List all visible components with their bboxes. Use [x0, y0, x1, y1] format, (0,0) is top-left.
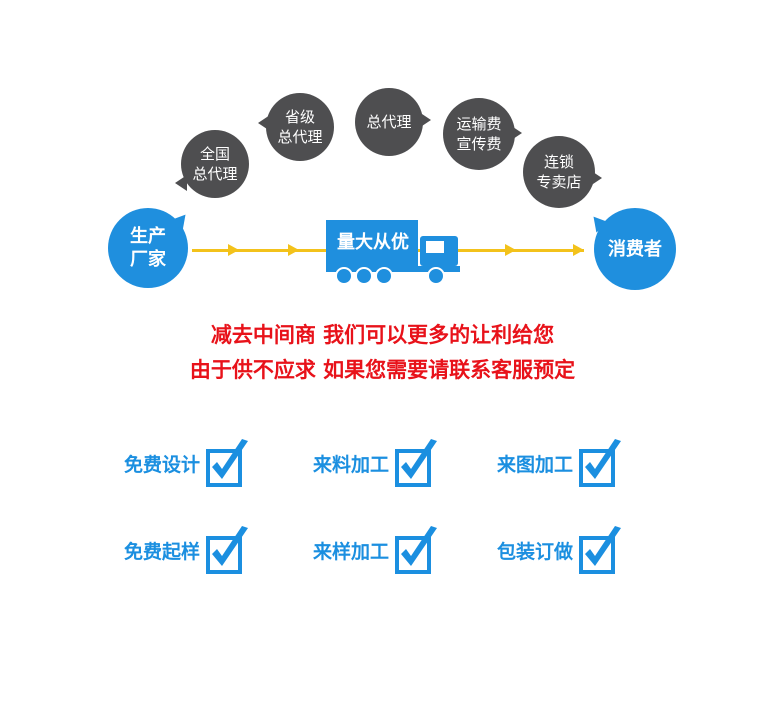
service-label: 来样加工 — [313, 540, 390, 563]
arrow-head-icon — [228, 244, 239, 256]
service-label: 来图加工 — [497, 453, 574, 476]
arrow-head-icon — [505, 244, 516, 256]
bubble-label-line2: 专卖店 — [536, 173, 582, 191]
checkbox-checked-icon — [579, 439, 622, 487]
bubble-label-line2: 总代理 — [192, 165, 238, 183]
service-label: 包装订做 — [497, 540, 574, 563]
checkbox-checked-icon — [206, 439, 249, 487]
bubble-label-line1: 省级 — [284, 108, 315, 126]
arrow-head-icon — [288, 244, 299, 256]
bubble-tail — [510, 125, 522, 141]
service-item: 来样加工 — [313, 524, 441, 576]
consumer-bubble: 消费者 — [594, 208, 676, 290]
service-label: 免费起样 — [124, 540, 201, 563]
bubble-provincial-agent: 省级 总代理 — [266, 93, 334, 161]
bubble-label-line1: 连锁 — [543, 153, 574, 171]
bubble-tail — [175, 175, 187, 191]
truck-label: 量大从优 — [337, 232, 409, 253]
checkbox-checked-icon — [395, 439, 438, 487]
producer-bubble: 生产 厂家 — [108, 208, 188, 288]
checkbox-checked-icon — [579, 526, 622, 574]
service-item: 来图加工 — [497, 437, 625, 489]
bubble-label-line1: 总代理 — [366, 113, 412, 131]
service-label: 来料加工 — [313, 453, 390, 476]
checkbox-checked-icon — [206, 526, 249, 574]
slogan-line1: 减去中间商 我们可以更多的让利给您 — [210, 323, 555, 347]
checkbox-checked-icon — [395, 526, 438, 574]
service-item: 免费设计 — [124, 437, 252, 489]
arrow-head-icon — [573, 244, 584, 256]
bubble-general-agent: 总代理 — [355, 88, 423, 156]
bubble-label-line2: 总代理 — [277, 128, 323, 146]
service-item: 免费起样 — [124, 524, 252, 576]
producer-label-line2: 厂家 — [130, 249, 166, 270]
consumer-label: 消费者 — [608, 238, 662, 260]
bubble-national-agent: 全国 总代理 — [181, 130, 249, 198]
service-label: 免费设计 — [124, 453, 201, 476]
bubble-tail — [590, 170, 602, 186]
producer-label-line1: 生产 — [130, 226, 166, 247]
bubble-label-line1: 全国 — [199, 145, 230, 163]
bubble-tail — [419, 112, 431, 128]
service-item: 来料加工 — [313, 437, 441, 489]
truck-icon: 量大从优 — [322, 208, 470, 290]
bubble-label-line2: 宣传费 — [456, 135, 502, 153]
bubble-label-line1: 运输费 — [456, 115, 502, 133]
bubble-transport-fee: 运输费 宣传费 — [443, 98, 515, 170]
service-item: 包装订做 — [497, 524, 625, 576]
slogan-line2: 由于供不应求 如果您需要请联系客服预定 — [189, 358, 576, 382]
bubble-tail — [258, 115, 270, 131]
bubble-chain-store: 连锁 专卖店 — [523, 136, 595, 208]
